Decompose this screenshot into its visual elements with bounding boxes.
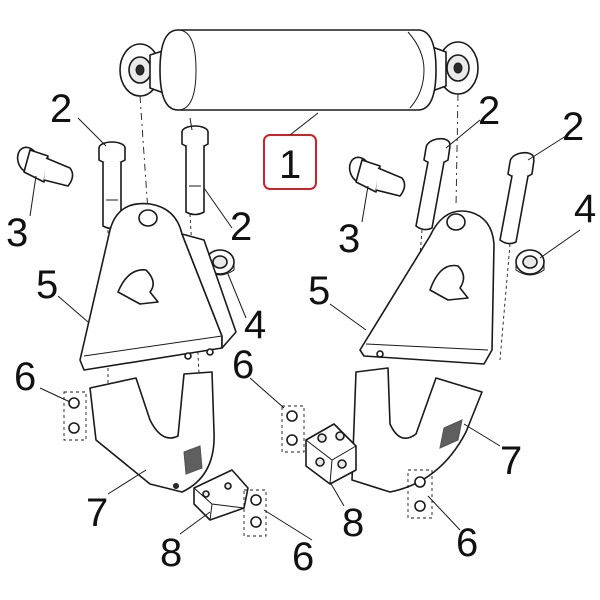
- callout-6-right-lower: 6: [456, 521, 478, 565]
- callout-7-right: 7: [500, 439, 522, 483]
- part-6-screws-right-lower: [407, 469, 433, 519]
- part-7-fork-left: [89, 371, 215, 493]
- part-5-bracket-right: [359, 210, 495, 365]
- part-3-flange-bolt-left: [16, 146, 74, 187]
- callout-4-left: 4: [244, 303, 266, 347]
- part-2-bolt-right-a: [415, 137, 451, 231]
- callout-6-left-upper: 6: [14, 355, 36, 399]
- part-2-bolt-left-b: [181, 125, 209, 216]
- part-5-bracket-left: [79, 202, 237, 371]
- callout-3-right: 3: [338, 217, 360, 261]
- callout-2-right-b: 2: [562, 105, 584, 149]
- callout-4-right: 4: [574, 187, 596, 231]
- callout-6-left-mid: 6: [232, 343, 254, 387]
- part-8-clamp-left: [193, 469, 249, 521]
- part-4-nut-right: [515, 249, 545, 276]
- part-6-screws-left-lower: [243, 489, 267, 537]
- part-1-cylinder: [119, 29, 479, 111]
- callout-8-right: 8: [342, 501, 364, 545]
- callout-3-left: 3: [6, 211, 28, 255]
- callout-2-left-a: 2: [50, 87, 72, 131]
- callout-5-right: 5: [308, 269, 330, 313]
- callout-2-right-a: 2: [478, 89, 500, 133]
- callout-7-left: 7: [86, 491, 108, 535]
- part-6-screws-left-upper: [63, 391, 87, 441]
- part-6-screws-right-upper: [281, 405, 305, 453]
- part-2-bolt-right-b: [499, 151, 535, 245]
- callout-6-left-lower: 6: [292, 535, 314, 579]
- callout-8-left: 8: [160, 531, 182, 575]
- part-8-clamp-right: [305, 423, 357, 485]
- callout-2-left-b: 2: [230, 205, 252, 249]
- callout-1: 1: [279, 143, 301, 187]
- part-7-fork-right: [351, 367, 483, 493]
- part-3-flange-bolt-right: [348, 156, 406, 197]
- callout-5-left: 5: [36, 263, 58, 307]
